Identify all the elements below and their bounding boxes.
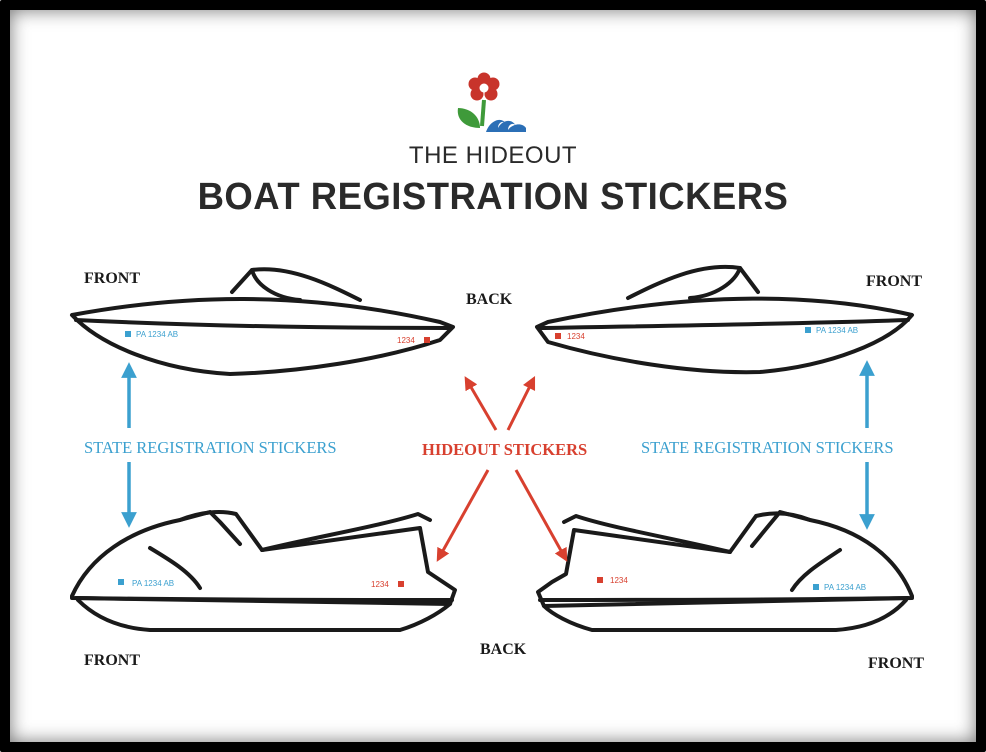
state-sticker-jetski-br — [813, 584, 819, 590]
state-sticker-boat-tr — [805, 327, 811, 333]
hideout-logo — [457, 72, 526, 132]
state-sticker-text-boat-tl: PA 1234 AB — [136, 330, 178, 339]
boat-top-right — [535, 264, 914, 375]
front-label-bottom-left: FRONT — [84, 652, 140, 669]
hideout-sticker-jetski-bl — [398, 581, 404, 587]
state-sticker-text-boat-tr: PA 1234 AB — [816, 326, 858, 335]
state-sticker-text-jetski-br: PA 1234 AB — [824, 583, 866, 592]
hideout-sticker-boat-tr — [555, 333, 561, 339]
boat-top-left — [70, 267, 455, 376]
hideout-arrow-up-left — [464, 376, 498, 431]
page-title: BOAT REGISTRATION STICKERS — [197, 176, 789, 218]
state-registration-label-left: STATE REGISTRATION STICKERS — [84, 438, 337, 457]
hideout-sticker-boat-tl — [424, 337, 430, 343]
hideout-arrow-up-right — [506, 375, 536, 431]
hideout-stickers-label: HIDEOUT STICKERS — [422, 440, 588, 459]
back-label-top: BACK — [466, 291, 513, 308]
brand-name: THE HIDEOUT — [408, 142, 578, 169]
front-label-top-right: FRONT — [866, 273, 922, 290]
front-label-top-left: FRONT — [84, 270, 140, 287]
leaf-icon — [457, 108, 480, 128]
hideout-arrow-down-left — [436, 469, 490, 562]
state-sticker-text-jetski-bl: PA 1234 AB — [132, 579, 174, 588]
front-label-bottom-right: FRONT — [868, 655, 924, 672]
hideout-sticker-text-jetski-br: 1234 — [610, 576, 628, 585]
hideout-sticker-jetski-br — [597, 577, 603, 583]
state-registration-label-right: STATE REGISTRATION STICKERS — [641, 438, 894, 457]
jetski-bottom-right — [536, 510, 914, 632]
flower-icon — [468, 72, 500, 127]
hideout-sticker-text-jetski-bl: 1234 — [371, 580, 389, 589]
wave-icon — [486, 119, 526, 132]
jetski-bottom-left — [70, 510, 457, 632]
hideout-sticker-text-boat-tr: 1234 — [567, 332, 585, 341]
back-label-bottom: BACK — [480, 641, 527, 658]
state-sticker-boat-tl — [125, 331, 131, 337]
state-sticker-jetski-bl — [118, 579, 124, 585]
hideout-sticker-text-boat-tl: 1234 — [397, 336, 415, 345]
hideout-arrow-down-right — [514, 469, 568, 562]
